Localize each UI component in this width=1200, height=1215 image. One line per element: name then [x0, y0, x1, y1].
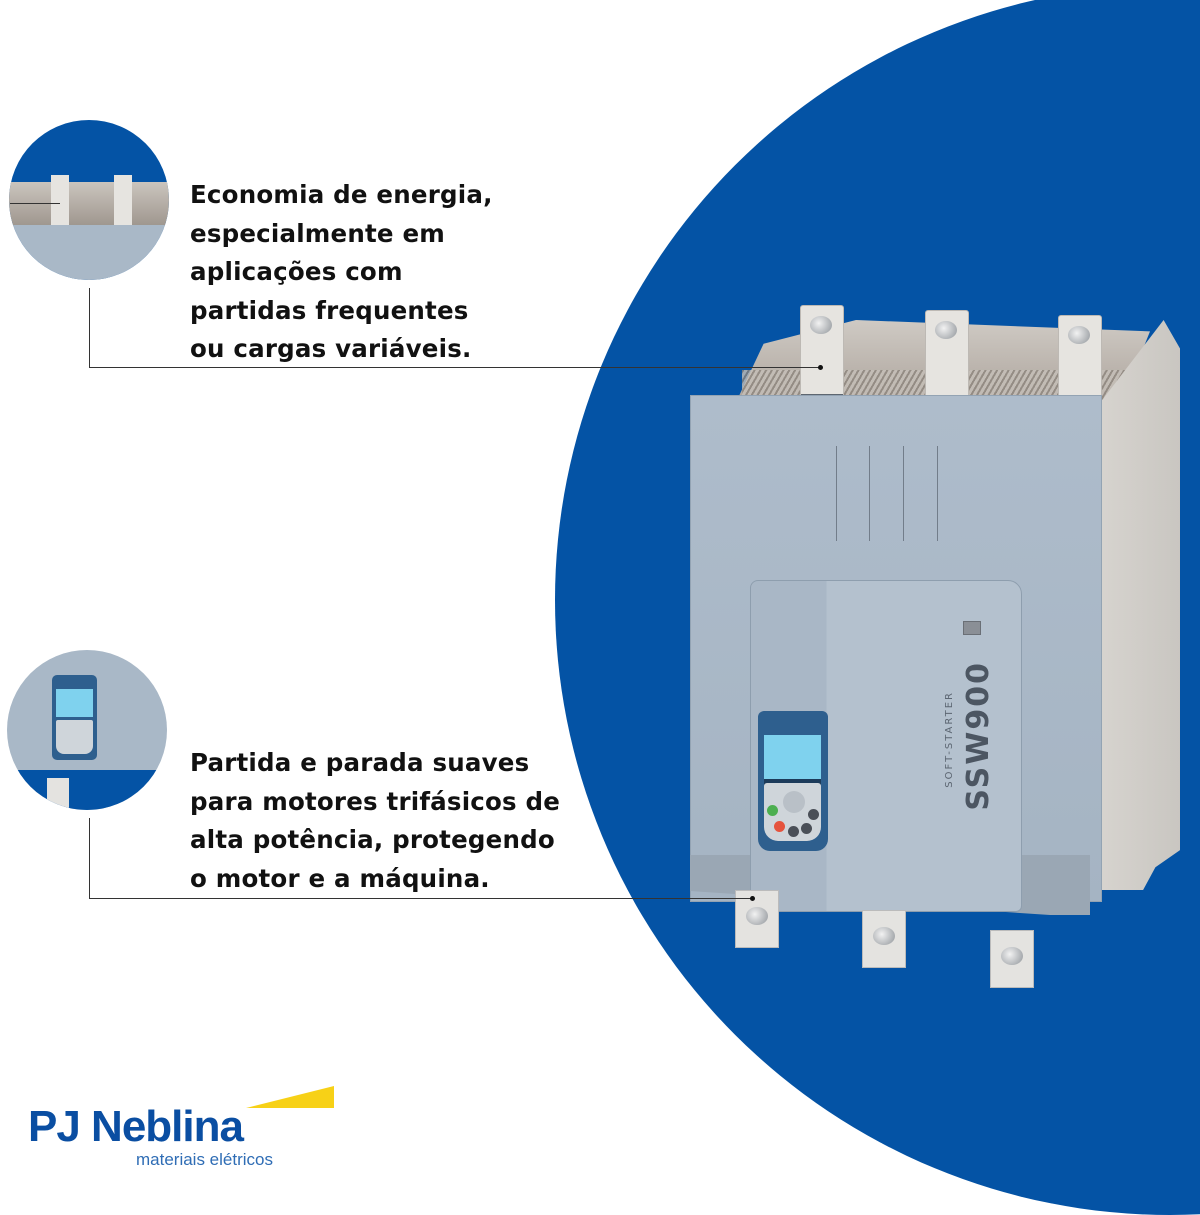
thumbnail-terminals: [9, 120, 169, 280]
connector-dot-1: [818, 365, 823, 370]
brand-badge: [963, 621, 981, 635]
brand-logo: PJ Neblina materiais elétricos: [28, 1082, 334, 1172]
logo-roof-icon: [246, 1086, 334, 1108]
thumb-keypad: [52, 675, 97, 760]
bolt-icon: [746, 907, 768, 925]
feature-line: ou cargas variáveis.: [190, 334, 472, 363]
thumb-busbar: [114, 175, 132, 225]
controller-cover: SSW900 SOFT-STARTER: [750, 580, 1022, 912]
feature-line: alta potência, protegendo: [190, 825, 555, 854]
bottom-terminal-2: [862, 910, 906, 968]
key-icon: [801, 823, 812, 834]
logo-tagline: materiais elétricos: [136, 1150, 273, 1169]
feature-line: Economia de energia,: [190, 180, 493, 209]
model-label: SSW900: [961, 661, 996, 811]
bolt-icon: [1001, 947, 1023, 965]
thumb-connector-line: [10, 203, 60, 204]
bolt-icon: [873, 927, 895, 945]
thumb-busbar: [51, 175, 69, 225]
thumb-panel: [9, 225, 169, 280]
bottom-terminal-1: [735, 890, 779, 948]
bolt-icon: [1068, 326, 1090, 344]
feature-line: partidas frequentes: [190, 295, 469, 325]
lcd-screen: [764, 735, 821, 785]
thumb-buttons: [56, 720, 93, 754]
navigation-dial-icon: [783, 791, 805, 813]
connector-line-2-vertical: [89, 818, 90, 898]
keypad-buttons: [764, 783, 821, 841]
hmi-keypad: [758, 711, 828, 851]
connector-line-1-horizontal: [89, 367, 820, 368]
start-key-icon: [767, 805, 778, 816]
feature-line: o motor e a máquina.: [190, 863, 490, 893]
feature-line: aplicações com: [190, 257, 403, 286]
bolt-icon: [935, 321, 957, 339]
bolt-icon: [810, 316, 832, 334]
thumb-terminal: [47, 778, 69, 808]
model-subtitle: SOFT-STARTER: [944, 691, 955, 788]
key-icon: [788, 826, 799, 837]
connector-line-1-vertical: [89, 288, 90, 368]
logo-name: PJ Neblina: [28, 1102, 244, 1151]
feature-energy-savings: Economia de energia, especialmente em ap…: [190, 176, 493, 369]
feature-line: especialmente em: [190, 218, 445, 248]
feature-line: para motores trifásicos de: [190, 786, 561, 816]
thumb-screen: [56, 689, 93, 717]
wiring-schematic: [836, 446, 938, 541]
feature-line: Partida e parada suaves: [190, 748, 530, 777]
key-icon: [808, 809, 819, 820]
connector-line-2-horizontal: [89, 898, 752, 899]
feature-soft-start: Partida e parada suaves para motores tri…: [190, 744, 560, 898]
thumb-heatsink: [9, 182, 169, 227]
thumb-background: [7, 770, 167, 810]
side-mounting-panel: [1098, 320, 1180, 890]
stop-key-icon: [774, 821, 785, 832]
top-busbar-1: [800, 305, 844, 407]
thumbnail-keypad: [7, 650, 167, 810]
bottom-terminal-3: [990, 930, 1034, 988]
connector-dot-2: [750, 896, 755, 901]
soft-starter-product-image: SSW900 SOFT-STARTER: [680, 300, 1200, 988]
